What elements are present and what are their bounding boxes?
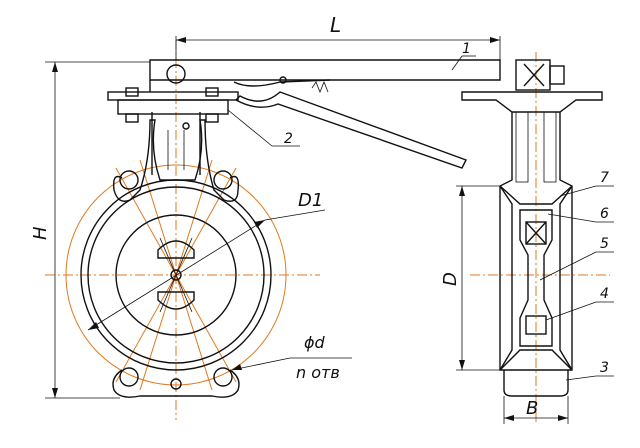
bolt-circle (65, 164, 287, 386)
handle-bolt (549, 65, 565, 85)
disc-upper-boss (525, 221, 547, 245)
body-outer-ring (80, 179, 272, 371)
lug-hole-bottom-right (213, 367, 233, 387)
dim-label-L: L (330, 13, 341, 37)
handle-lever (149, 59, 501, 81)
seat-bottom (499, 349, 573, 371)
lug-hole-top-left (119, 170, 139, 190)
hole-count-label: n отв (296, 363, 340, 382)
dimension-D1: D1 (87, 190, 326, 331)
dimension-H: H (30, 61, 150, 399)
side-view: D B 7 6 5 4 (440, 52, 614, 425)
seat-top (499, 185, 573, 205)
side-disc-profile (519, 209, 553, 347)
callout-7: 7 (559, 170, 614, 197)
callout-3: 3 (565, 360, 614, 381)
dim-label-H: H (30, 226, 51, 240)
nut-right (205, 113, 219, 123)
handle-latch-lever (234, 91, 467, 169)
disc-center-pin (170, 269, 182, 281)
side-neck-outline (499, 112, 573, 371)
hole-diameter-label: ϕd (304, 333, 326, 352)
lug-hole-top-right (213, 170, 233, 190)
dimension-B: B (503, 396, 569, 424)
svg-text:4: 4 (600, 286, 609, 302)
handle-hub-section (515, 59, 551, 91)
latch-pin (279, 76, 287, 84)
lug-hole-bottom-center (170, 378, 182, 390)
svg-text:2: 2 (284, 131, 293, 147)
body-inner-ring (87, 186, 265, 364)
svg-text:5: 5 (600, 236, 609, 252)
nut-left (125, 113, 139, 123)
latch-spring (311, 80, 329, 94)
liner-left (499, 185, 513, 371)
valve-body-bottom (112, 369, 240, 398)
bolt-right (205, 87, 219, 97)
callout-5: 5 (539, 236, 614, 281)
svg-text:7: 7 (600, 170, 609, 186)
side-bottom-cap (503, 370, 569, 397)
stem-pin (182, 122, 190, 130)
handle-pivot (166, 64, 186, 84)
callout-2: 2 (227, 109, 300, 147)
side-top-flange (461, 91, 603, 113)
top-flange-body (117, 99, 229, 115)
lug-hole-bottom-left (119, 367, 139, 387)
dim-label-D: D (440, 272, 461, 286)
svg-text:1: 1 (462, 41, 471, 57)
side-neck-hatch-left (515, 111, 529, 183)
bolt-left (125, 87, 139, 97)
svg-text:6: 6 (600, 206, 609, 222)
callout-4: 4 (545, 286, 614, 321)
disc-lower-boss (525, 315, 547, 335)
dim-label-B: B (526, 398, 538, 419)
side-neck-hatch-right (543, 111, 557, 183)
callout-6: 6 (547, 206, 614, 223)
svg-text:3: 3 (600, 360, 609, 376)
dimension-D: D (440, 185, 500, 371)
front-view: L H D1 ϕd n отв (30, 13, 501, 420)
disc-circle (115, 214, 237, 336)
callout-1: 1 (451, 41, 476, 71)
liner-right (559, 185, 573, 371)
dim-label-D1: D1 (298, 190, 323, 211)
dimension-L: L (175, 13, 501, 60)
hole-callout: ϕd n отв (231, 333, 352, 382)
